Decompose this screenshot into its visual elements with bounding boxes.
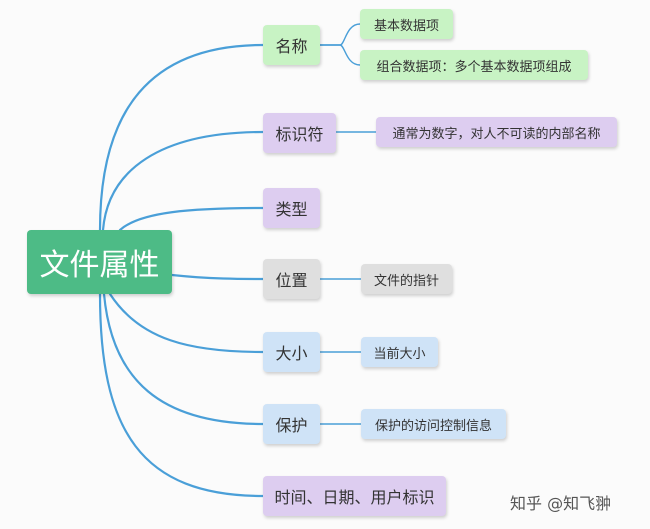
link-root-name <box>98 43 265 232</box>
watermark: 知乎 @知飞翀 <box>510 494 612 513</box>
node-location-desc[interactable]: 文件的指针 <box>361 264 452 294</box>
node-name[interactable]: 名称 <box>263 25 320 65</box>
node-identifier[interactable]: 标识符 <box>263 113 336 153</box>
link-root-time <box>98 292 265 498</box>
node-name-basic-item[interactable]: 基本数据项 <box>360 9 453 39</box>
node-name-composite-item[interactable]: 组合数据项：多个基本数据项组成 <box>360 50 588 80</box>
node-identifier-desc[interactable]: 通常为数字，对人不可读的内部名称 <box>376 117 617 147</box>
node-size[interactable]: 大小 <box>263 332 320 372</box>
node-size-desc[interactable]: 当前大小 <box>361 337 438 367</box>
link-root-identifier <box>101 130 265 232</box>
link-root-location <box>170 273 265 281</box>
link-name-child-2 <box>320 44 361 66</box>
root-node[interactable]: 文件属性 <box>27 230 172 294</box>
node-protection-desc[interactable]: 保护的访问控制信息 <box>361 409 506 439</box>
link-name-child-1 <box>320 23 361 46</box>
link-root-type <box>118 206 265 232</box>
node-time-date-user[interactable]: 时间、日期、用户标识 <box>263 476 446 516</box>
link-root-protection <box>102 292 265 426</box>
link-root-size <box>108 292 265 354</box>
node-protection[interactable]: 保护 <box>263 404 320 444</box>
node-location[interactable]: 位置 <box>263 259 320 299</box>
node-type[interactable]: 类型 <box>263 188 320 228</box>
